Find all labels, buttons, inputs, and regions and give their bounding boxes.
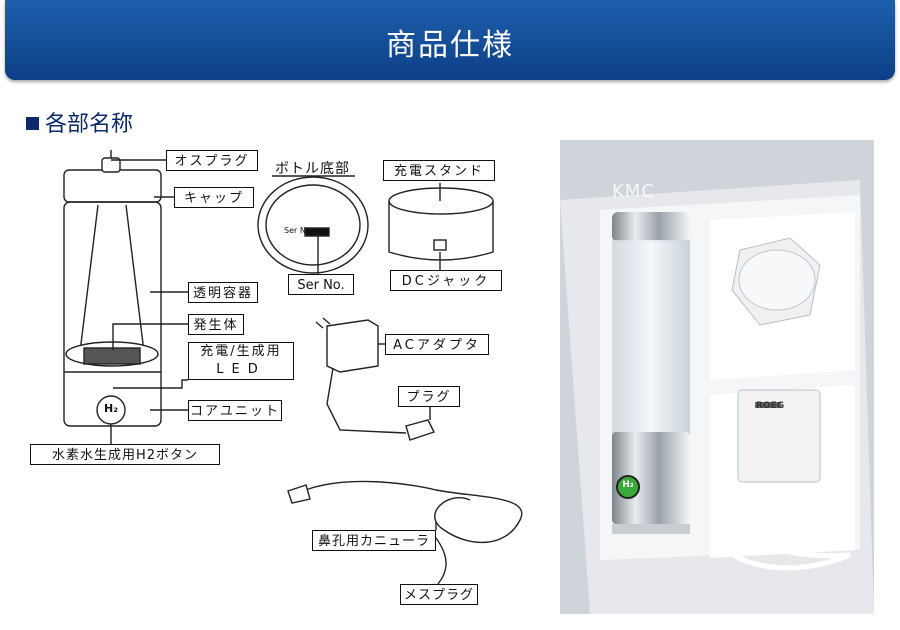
header-banner: 商品仕様 (5, 0, 895, 80)
label-ac-adapter: ACアダプタ (385, 334, 489, 355)
photo-adapter (737, 389, 821, 483)
label-h2-button: 水素水生成用H2ボタン (30, 444, 220, 465)
section-title: 各部名称 (45, 112, 134, 137)
bottle-bottom-drawing (257, 176, 369, 274)
h2-icon-text: H₂ (103, 402, 119, 415)
label-led-line1: 充電/生成用 (200, 344, 282, 359)
bottle-body-drawing (63, 201, 162, 427)
cannula-drawing (291, 480, 523, 585)
stand-drawing (388, 187, 494, 215)
label-generator: 発生体 (188, 314, 244, 335)
label-ser-no: Ser No. (288, 274, 354, 295)
product-photo (560, 140, 874, 614)
page-title: 商品仕様 (386, 28, 514, 63)
section-heading: 各部名称 (26, 106, 133, 138)
generator-drawing (83, 347, 141, 365)
label-male-plug: オスプラグ (166, 150, 258, 171)
label-charging-stand: 充電スタンド (383, 160, 495, 181)
ac-adapter-drawing (326, 319, 379, 373)
label-core-unit: コアユニット (188, 400, 282, 421)
parts-diagram (63, 150, 523, 585)
plug-drawing (405, 419, 435, 441)
label-container: 透明容器 (188, 282, 258, 303)
label-led-line2: LED (216, 362, 266, 377)
label-female-plug: メスプラグ (400, 584, 478, 605)
label-led: 充電/生成用 LED (188, 342, 294, 380)
bottle-cap-drawing (63, 169, 162, 203)
photo-h2-button (616, 475, 640, 499)
kmc-logo-text: KMC (612, 181, 655, 202)
label-bottle-bottom: ボトル底部 (275, 161, 350, 177)
square-bullet-icon (26, 117, 39, 130)
product-photo-drawing (560, 140, 874, 614)
photo-button-text: H₂ (622, 480, 634, 490)
ser-no-small-text: Ser No (284, 226, 311, 235)
label-dc-jack: DCジャック (390, 270, 502, 291)
label-plug: プラグ (398, 386, 460, 407)
label-cannula: 鼻孔用カニューラ (312, 530, 436, 551)
photo-adapter-brand: ROEG (756, 401, 785, 411)
label-cap: キャップ (174, 187, 254, 208)
